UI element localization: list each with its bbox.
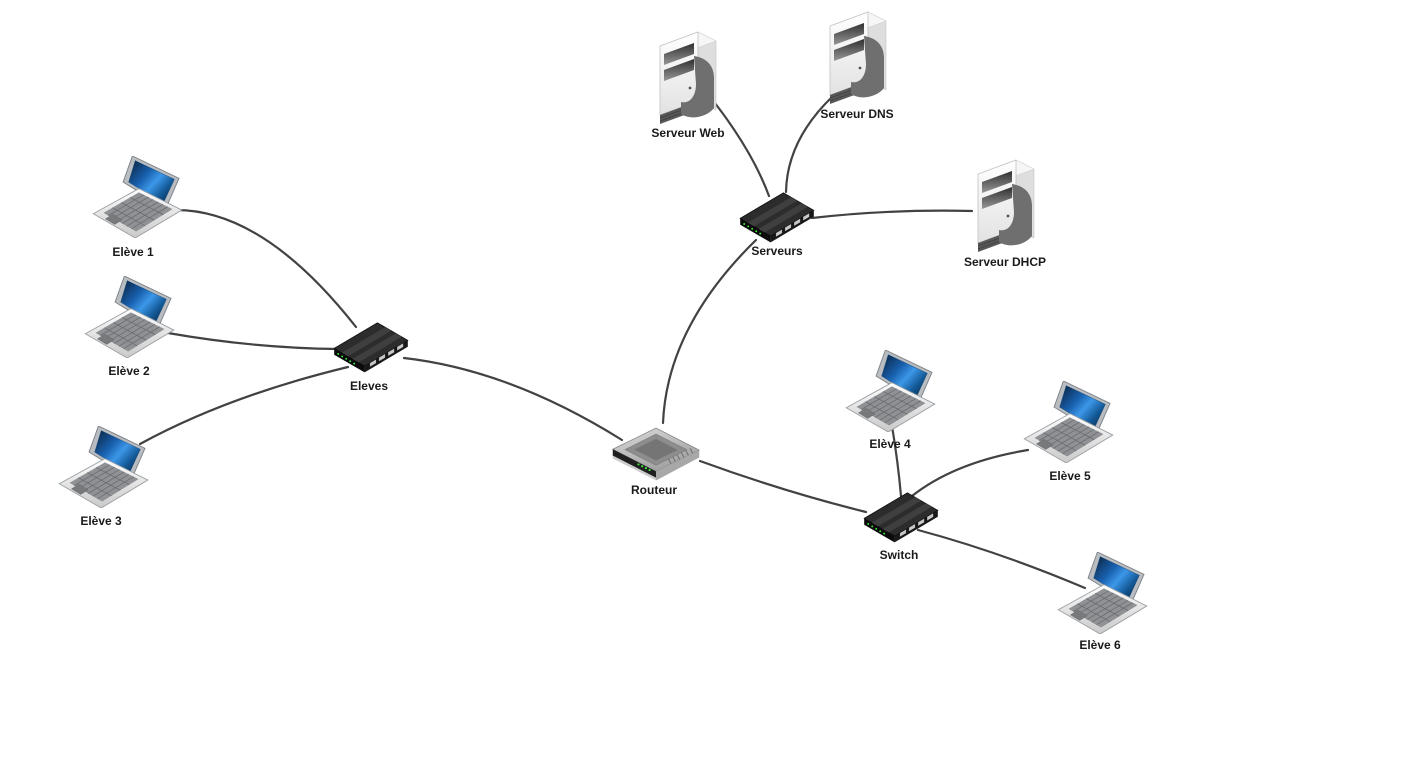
edge-switch-principal--eleve-6 [916, 528, 1087, 590]
node-label-switch-principal: Switch [880, 548, 919, 562]
node-label-switch-eleves: Eleves [350, 379, 388, 393]
serveur-dns-server-icon[interactable] [829, 11, 887, 105]
node-label-eleve-2: Elève 2 [108, 364, 150, 378]
node-label-eleve-6: Elève 6 [1079, 638, 1121, 652]
edge-routeur--switch-serveurs [661, 238, 758, 425]
edges-layer [138, 94, 1087, 590]
switch-eleves-switch-icon[interactable] [333, 322, 409, 373]
node-label-serveur-dhcp: Serveur DHCP [964, 255, 1046, 269]
node-label-serveur-web: Serveur Web [651, 126, 724, 140]
edge-eleve-1--switch-eleves [174, 208, 358, 329]
node-label-serveur-dns: Serveur DNS [820, 107, 893, 121]
eleve-1-laptop-icon[interactable] [92, 156, 183, 238]
node-label-eleve-3: Elève 3 [80, 514, 122, 528]
node-label-eleve-5: Elève 5 [1049, 469, 1091, 483]
edge-routeur--switch-principal [698, 459, 868, 514]
serveur-web-server-icon[interactable] [659, 31, 717, 125]
node-label-switch-serveurs: Serveurs [751, 244, 803, 258]
edge-eleve-2--switch-eleves [166, 331, 340, 351]
switch-principal-switch-icon[interactable] [863, 492, 939, 543]
eleve-2-laptop-icon[interactable] [84, 276, 175, 358]
edge-eleve-4--switch-principal [890, 424, 903, 498]
edge-serveur-dns--switch-serveurs [784, 94, 835, 194]
edge-switch-principal--eleve-5 [910, 448, 1030, 498]
node-label-eleve-4: Elève 4 [869, 437, 911, 451]
switch-serveurs-switch-icon[interactable] [739, 192, 815, 243]
serveur-dhcp-server-icon[interactable] [977, 159, 1035, 253]
eleve-3-laptop-icon[interactable] [58, 426, 149, 508]
routeur-router-icon[interactable] [612, 427, 700, 481]
nodes-layer [58, 11, 1148, 634]
edge-switch-serveurs--serveur-dhcp [810, 209, 974, 220]
node-label-eleve-1: Elève 1 [112, 245, 154, 259]
edge-switch-eleves--routeur [402, 356, 624, 442]
eleve-5-laptop-icon[interactable] [1023, 381, 1114, 463]
eleve-4-laptop-icon[interactable] [845, 350, 936, 432]
edge-serveur-web--switch-serveurs [709, 96, 771, 198]
edge-eleve-3--switch-eleves [138, 365, 350, 446]
node-label-routeur: Routeur [631, 483, 677, 497]
eleve-6-laptop-icon[interactable] [1057, 552, 1148, 634]
